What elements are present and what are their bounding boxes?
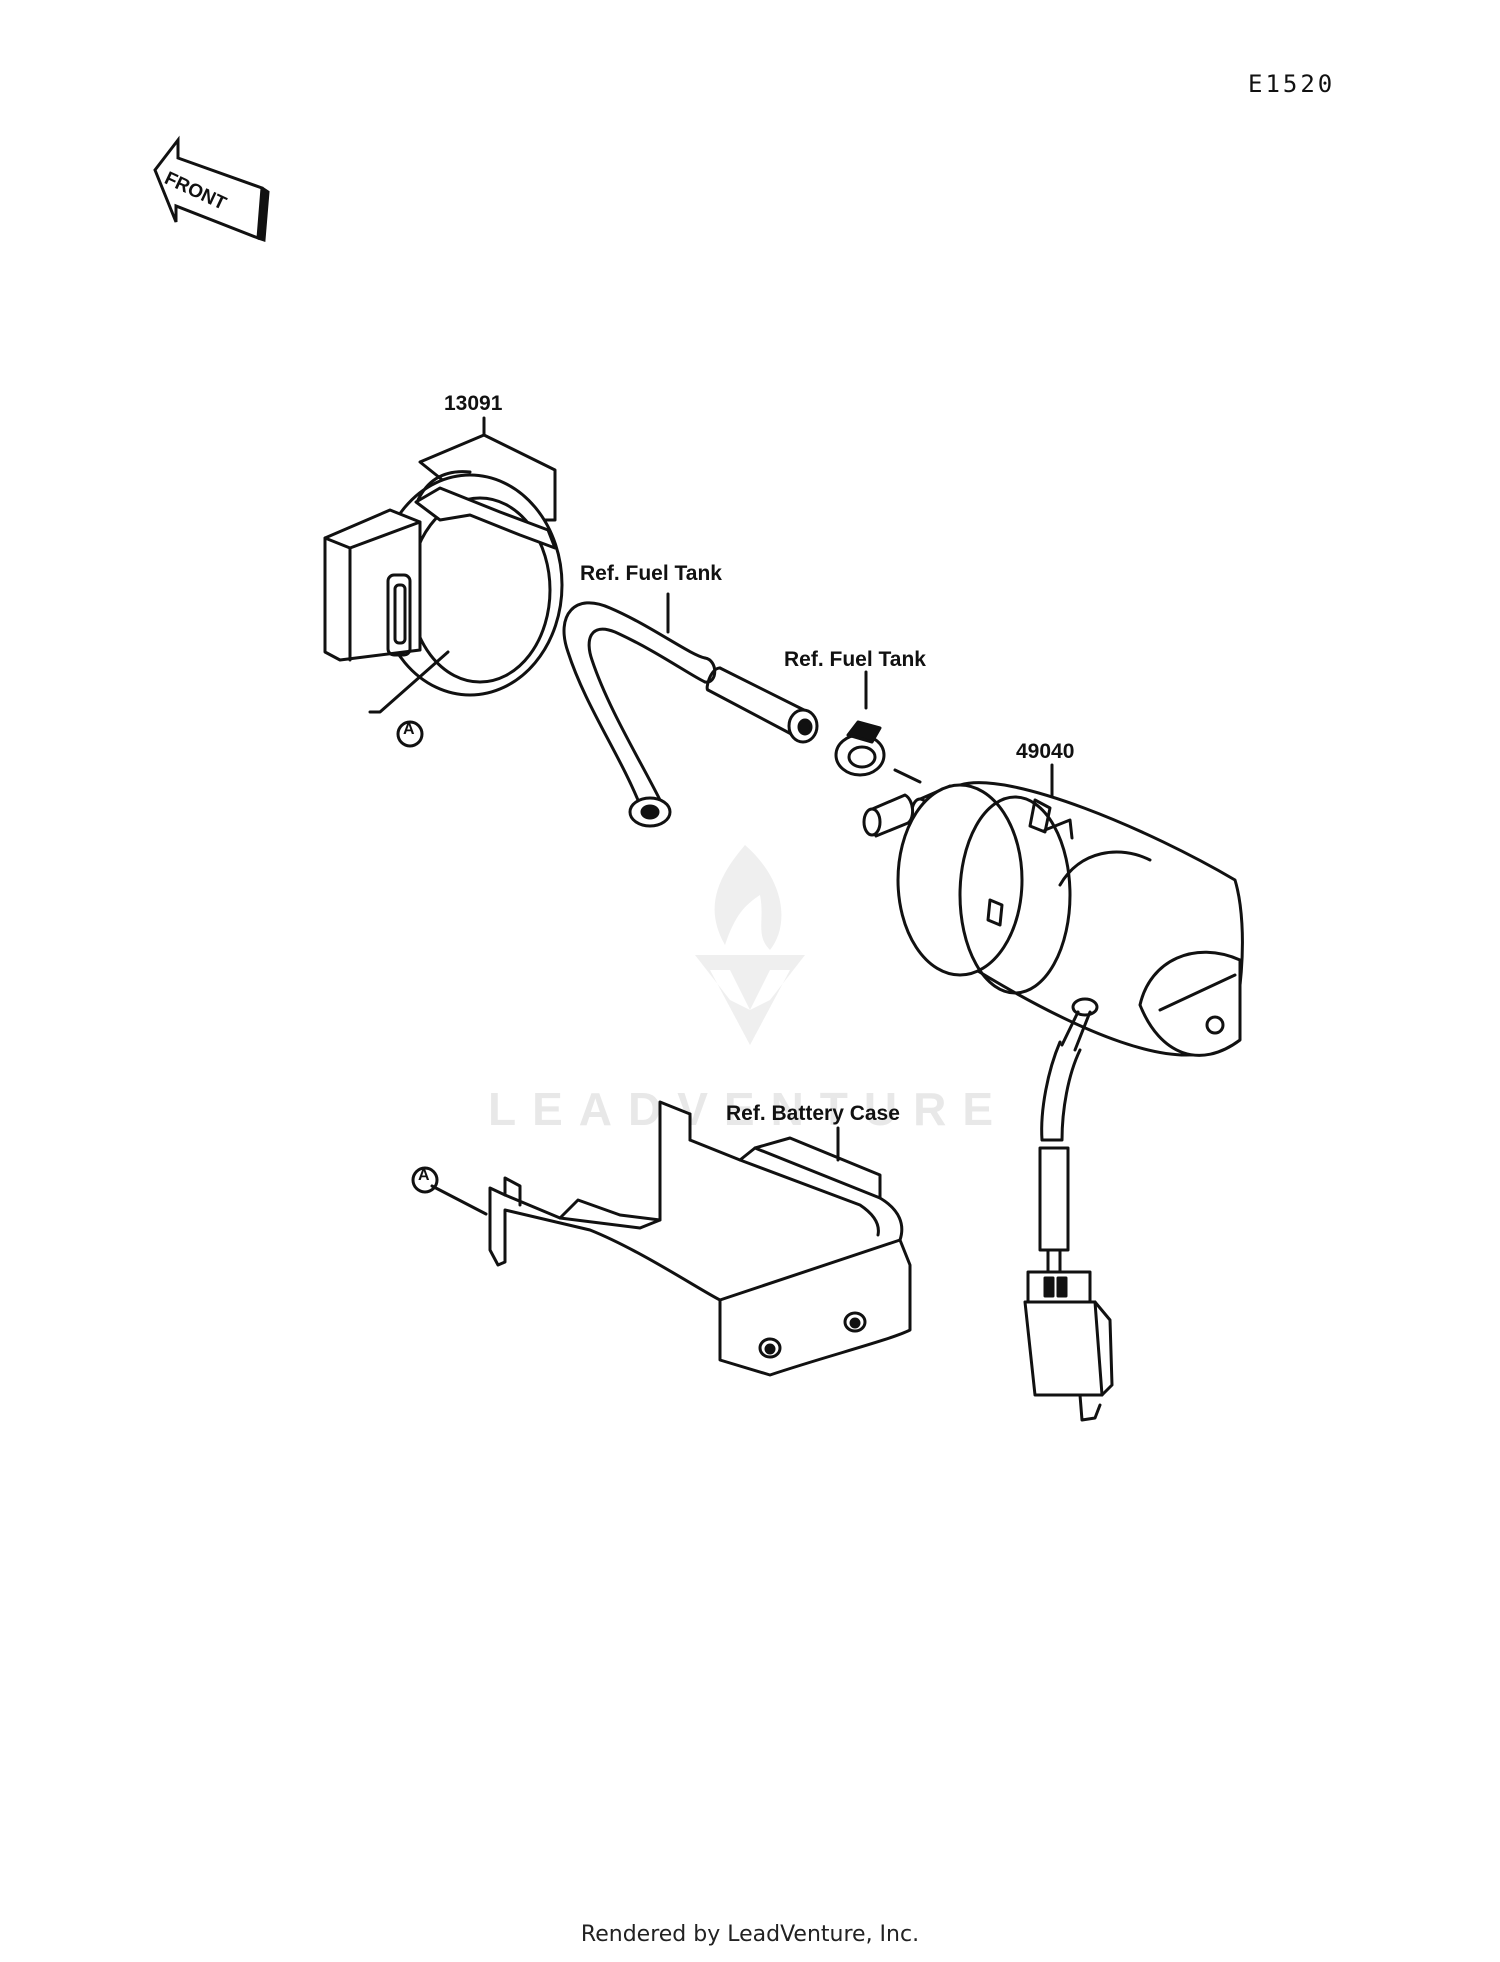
ref-fuel-tank-hose-label[interactable]: Ref. Fuel Tank [580, 562, 722, 585]
part-number-13091[interactable]: 13091 [444, 392, 503, 415]
front-arrow-icon [153, 135, 270, 243]
holder-13091 [323, 416, 564, 714]
ref-fuel-tank-clamp-label[interactable]: Ref. Fuel Tank [784, 648, 926, 671]
marker-a-top: A [403, 721, 415, 738]
marker-a-bottom: A [418, 1167, 430, 1184]
marker-a-circle-bottom [411, 1166, 439, 1194]
battery-case [430, 1100, 912, 1377]
footer-credit: Rendered by LeadVenture, Inc. [580, 1922, 920, 1947]
watermark-logo [695, 845, 805, 1045]
watermark-text: LEADVENTURE [488, 1083, 1010, 1135]
fuel-pump-49040 [862, 763, 1244, 1422]
drawing-code: E1520 [1248, 70, 1336, 98]
hose-clamp [834, 670, 922, 784]
marker-a-circle-top [396, 720, 424, 748]
fuel-hose [562, 592, 819, 828]
part-number-49040[interactable]: 49040 [1016, 740, 1075, 763]
ref-battery-case-label[interactable]: Ref. Battery Case [726, 1102, 900, 1125]
